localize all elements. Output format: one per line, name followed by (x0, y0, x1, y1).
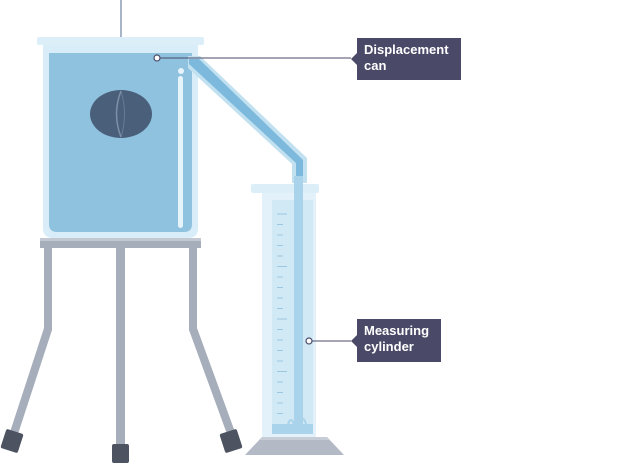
label-measuring-cylinder: Measuring cylinder (351, 319, 441, 362)
stand-leg-left (10, 248, 52, 434)
measuring-cylinder (245, 176, 344, 455)
can-highlight (178, 76, 183, 228)
displacement-can (37, 37, 204, 238)
label-measuring-line1: Measuring (364, 323, 430, 338)
stand-top (40, 238, 201, 248)
tripod-stand (0, 238, 243, 463)
leader-dot-measuring (305, 337, 313, 345)
hanging-stone-icon (90, 90, 152, 138)
stand-leg-middle (116, 248, 125, 446)
stand-foot-right (219, 429, 243, 453)
cylinder-lip (251, 184, 319, 193)
water-stream (294, 176, 303, 434)
spout-tube (189, 59, 303, 181)
stand-leg-right (189, 248, 235, 434)
can-water (49, 53, 192, 232)
cylinder-inner (272, 200, 313, 434)
spout (188, 56, 307, 183)
label-displacement-can: Displacement can (351, 38, 461, 80)
leader-dot-displacement (153, 54, 161, 62)
label-displacement-line1: Displacement (364, 42, 449, 57)
stand-foot-middle (112, 444, 129, 463)
label-measuring-line2: cylinder (364, 339, 414, 354)
can-rim (37, 37, 204, 45)
label-displacement-line2: can (364, 58, 387, 73)
stand-foot-left (0, 429, 24, 453)
cylinder-water (272, 424, 313, 434)
cylinder-base (245, 437, 344, 455)
scale-ticks (277, 213, 287, 414)
